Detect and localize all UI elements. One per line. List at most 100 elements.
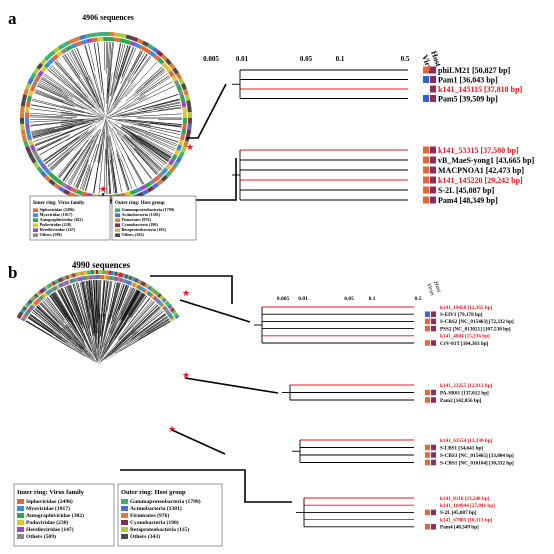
ring-segment — [40, 170, 48, 178]
ring-segment — [127, 280, 131, 285]
leaf-label: S-2L [45,087 bp] — [438, 186, 495, 195]
ring-segment — [63, 189, 71, 196]
ring-segment — [44, 54, 52, 62]
ring-segment — [91, 32, 98, 38]
leaf-label: Pam4 [48,349 bp] — [440, 525, 479, 531]
leaf-label: S-CBS3 [NC_015465] [33,004 bp] — [440, 453, 514, 459]
ring-segment — [61, 281, 66, 287]
ring-segment — [164, 170, 172, 178]
ring-segment — [107, 275, 111, 280]
legend-entry: Firmicutes (976) — [121, 217, 151, 222]
leaf-label: k141_4804 [15,236 bp] — [440, 334, 490, 340]
ring-segment — [25, 83, 32, 90]
ring-segment — [123, 279, 127, 284]
ring-segment — [175, 156, 182, 164]
panel-b-label: b — [8, 263, 17, 282]
leaf-label: k141_145115 [37,818 bp] — [438, 85, 523, 94]
virus-color-box — [425, 389, 430, 396]
panel-a-legend: Inner ring: Virus family Outer ring: Hos… — [29, 195, 197, 241]
panel-a-scale: 0.005 0.01 0.05 0.1 0.5 — [203, 55, 410, 63]
tree-inner-branches — [60, 72, 152, 164]
ring-segment — [171, 154, 178, 161]
ring-segment — [28, 139, 34, 146]
ring-segment — [74, 272, 78, 277]
ring-segment — [87, 270, 90, 275]
ring-segment — [80, 191, 88, 197]
column-host-label: Host — [432, 280, 442, 294]
ring-segment — [125, 34, 133, 41]
legend-entry: Actinobacteria (1381) — [121, 212, 160, 217]
ring-segment — [143, 288, 147, 293]
legend-entry: Others (509) — [26, 533, 56, 540]
leaf-label: k141_104944 [27,841 bp] — [440, 503, 495, 509]
ring-segment — [83, 275, 87, 281]
ring-segment — [119, 38, 126, 44]
ring-segment — [155, 291, 161, 297]
legend-entry: Siphoviridae (2496) — [26, 498, 73, 505]
ring-segment — [124, 39, 132, 45]
ring-segment — [91, 37, 98, 43]
ring-segment — [79, 276, 83, 281]
ring-segment — [93, 270, 96, 275]
ring-segment — [29, 85, 36, 92]
ring-segment — [29, 306, 34, 311]
ring-segment — [80, 271, 84, 276]
panel-b-scale: 0.005 0.01 0.05 0.1 0.5 — [277, 296, 422, 302]
leaf-label: k141_67805 [10,313 bp] — [440, 517, 493, 523]
panel-b-circular-tree: ★★★★ — [16, 270, 190, 435]
ring-segment — [164, 301, 170, 306]
ring-segment — [48, 50, 56, 58]
ring-segment — [35, 291, 41, 297]
legend-swatch — [33, 208, 39, 212]
ring-segment — [120, 273, 124, 278]
ring-segment — [53, 182, 61, 190]
host-color-box — [430, 186, 436, 194]
ring-segment — [63, 281, 68, 286]
ring-segment — [81, 276, 85, 281]
ring-segment — [103, 275, 107, 280]
host-color-box — [431, 389, 436, 396]
leaf-label: vB_MaeS-yong1 [43,665 bp] — [438, 156, 535, 165]
virus-color-box — [425, 524, 430, 530]
ring-segment — [58, 283, 62, 289]
leaf-label: S-CBS2 [NC_015463] [72,332 bp] — [440, 319, 514, 325]
ring-segment — [124, 191, 132, 197]
panel-a-arrow-upper — [186, 83, 227, 139]
legend-swatch — [115, 208, 121, 212]
ring-segment — [23, 304, 29, 309]
ring-segment — [73, 36, 81, 42]
ring-segment — [161, 61, 169, 69]
ring-segment — [159, 302, 165, 308]
ring-segment — [45, 290, 50, 296]
ring-segment — [89, 275, 93, 280]
legend-swatch — [33, 223, 39, 227]
panel-b-clade-2: k141_23255 [12,912 bp]PA-SR01 [137,012 b… — [282, 383, 493, 404]
panel-a-circular-tree: ★★ — [20, 31, 194, 204]
ring-segment — [134, 42, 142, 49]
star-marker: ★ — [182, 371, 190, 381]
ring-segment — [118, 272, 122, 277]
ring-segment — [37, 70, 44, 78]
legend-swatch — [121, 534, 128, 539]
ring-segment — [65, 280, 69, 285]
panel-a-clade-lower: k141_53315 [37,500 bp]vB_MaeS-yong1 [43,… — [232, 146, 535, 205]
ring-segment — [70, 42, 78, 49]
panel-b-arrow-4 — [171, 429, 226, 455]
ring-segment — [149, 286, 154, 292]
ring-segment — [134, 278, 139, 283]
ring-segment — [154, 297, 159, 302]
ring-segment — [47, 171, 55, 179]
ring-segment — [114, 32, 121, 38]
leaf-label: Pam2 [142,056 bp] — [440, 398, 482, 404]
legend-swatch — [121, 527, 128, 532]
ring-segment — [26, 134, 32, 141]
ring-segment — [182, 112, 187, 118]
ring-segment — [57, 185, 65, 193]
legend-swatch — [115, 233, 121, 237]
ring-segment — [99, 275, 103, 280]
legend-swatch — [115, 213, 121, 217]
ring-segment — [48, 283, 53, 288]
panel-b-clade-1: k141_19450 [12,365 bp]S-EIV1 [79,178 bp]… — [254, 305, 514, 347]
ring-segment — [140, 281, 145, 286]
leaf-label: k141_145220 [29,242 bp] — [438, 176, 523, 185]
